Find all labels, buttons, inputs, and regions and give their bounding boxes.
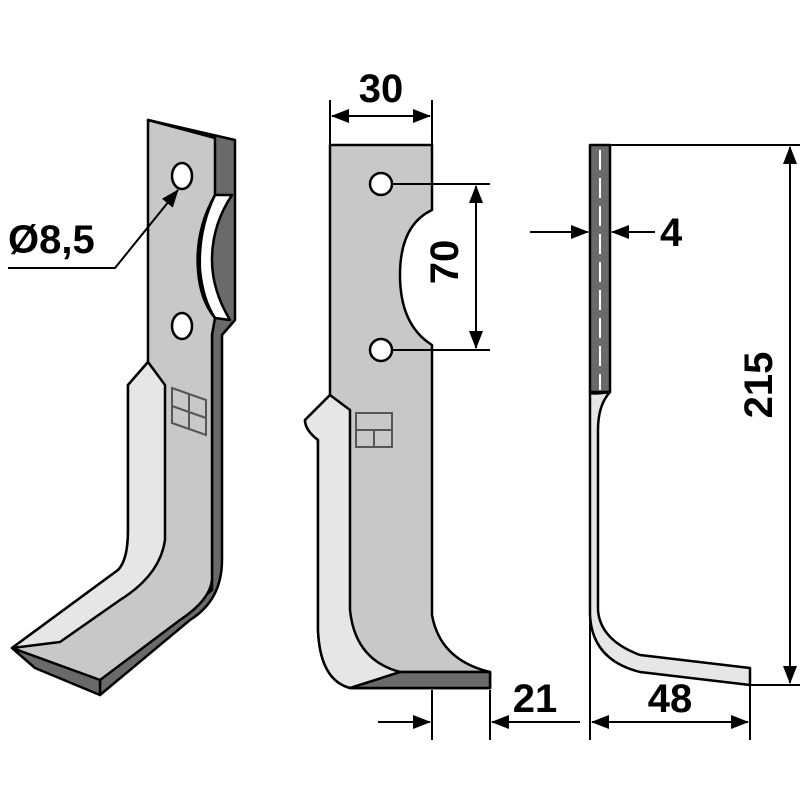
dimension-hole-spacing: 70 bbox=[392, 183, 490, 351]
dimension-offset: 21 bbox=[378, 677, 580, 740]
width-label: 30 bbox=[359, 67, 404, 111]
dimension-width: 30 bbox=[329, 67, 433, 145]
thickness-label: 4 bbox=[660, 211, 683, 255]
mounting-hole bbox=[368, 337, 394, 363]
mounting-hole bbox=[368, 171, 394, 197]
blade-front-view bbox=[303, 143, 492, 690]
height-label: 215 bbox=[737, 352, 781, 419]
dimension-thickness: 4 bbox=[530, 211, 683, 255]
offset-label: 21 bbox=[513, 677, 558, 721]
hole-diameter-label: Ø8,5 bbox=[8, 218, 95, 262]
dimension-height: 215 bbox=[610, 144, 800, 686]
foot-length-label: 48 bbox=[648, 677, 693, 721]
manufacturer-logo-icon bbox=[171, 386, 207, 437]
dimension-foot-length: 48 bbox=[589, 615, 751, 740]
manufacturer-logo-icon bbox=[355, 412, 393, 448]
blade-perspective-view bbox=[10, 118, 237, 697]
mounting-hole bbox=[170, 311, 194, 341]
hole-spacing-label: 70 bbox=[423, 240, 467, 285]
blade-side-view bbox=[588, 143, 752, 687]
dimension-hole-diameter: Ø8,5 bbox=[8, 189, 179, 269]
mounting-hole bbox=[170, 161, 194, 191]
